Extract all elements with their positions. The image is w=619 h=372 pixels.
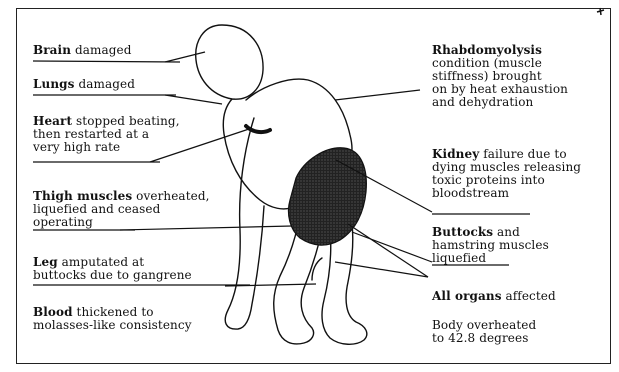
label-kidney: Kidney failure due to dying muscles rele… bbox=[432, 148, 581, 200]
label-buttocks: Buttocks and hamstring muscles liquefied bbox=[432, 226, 549, 265]
label-body-overheated: Body overheated to 42.8 degrees bbox=[432, 319, 536, 345]
figure-arm bbox=[225, 118, 264, 329]
leader-organs-a bbox=[348, 224, 428, 277]
corner-mark bbox=[597, 8, 604, 15]
label-rhabdomyolysis: Rhabdomyolysis condition (muscle stiffne… bbox=[432, 44, 568, 109]
label-lungs: Lungs damaged bbox=[33, 78, 135, 91]
figure-shorts bbox=[288, 148, 366, 245]
label-leg: Leg amputated at buttocks due to gangren… bbox=[33, 256, 192, 282]
label-heart: Heart stopped beating, then restarted at… bbox=[33, 115, 180, 154]
leader-brain bbox=[33, 61, 180, 62]
label-blood: Blood thickened to molasses-like consist… bbox=[33, 306, 192, 332]
leader-rhabdo bbox=[335, 90, 420, 100]
label-brain: Brain damaged bbox=[33, 44, 131, 57]
label-all-organs: All organs affected bbox=[432, 290, 556, 303]
leader-buttocks-a bbox=[352, 232, 432, 262]
label-thigh: Thigh muscles overheated, liquefied and … bbox=[33, 190, 210, 229]
figure-torso-front bbox=[223, 99, 296, 209]
figure-head bbox=[196, 25, 263, 99]
